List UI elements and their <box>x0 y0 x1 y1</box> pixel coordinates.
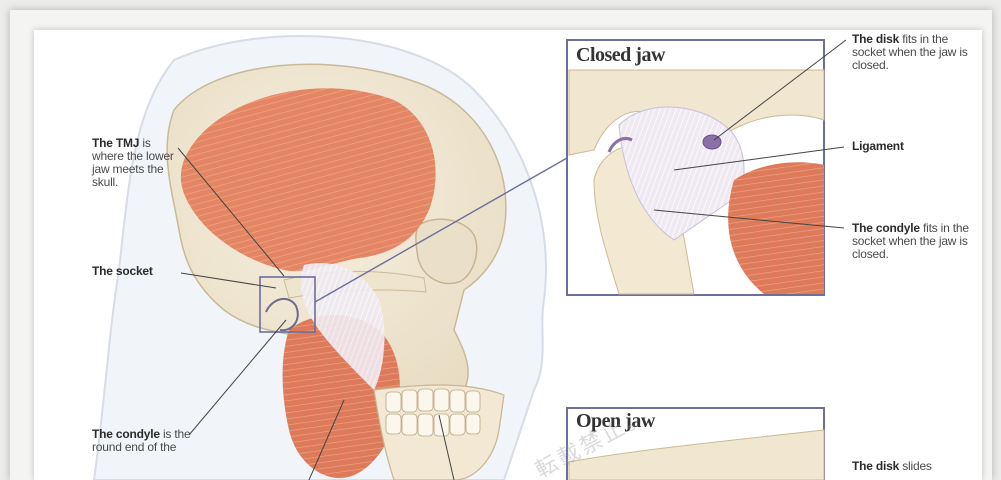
ligament-label: Ligament <box>852 140 904 153</box>
closed-jaw-title: Closed jaw <box>576 44 665 67</box>
condyle-label-title: The condyle <box>92 427 160 441</box>
diagram-sheet: The TMJ is where the lower jaw meets the… <box>34 30 982 480</box>
tmj-label-title: The TMJ <box>92 136 139 150</box>
disk-label: The disk fits in the socket when the jaw… <box>852 33 980 72</box>
tmj-label: The TMJ is where the lower jaw meets the… <box>92 137 182 189</box>
condyle2-label: The condyle fits in the socket when the … <box>852 222 980 261</box>
disk2-label: The disk slides <box>852 460 980 473</box>
disk2-label-title: The disk <box>852 459 899 473</box>
tmj-anatomy-illustration <box>34 30 982 480</box>
disk2-label-text: slides <box>902 459 931 473</box>
socket-label-title: The socket <box>92 264 153 278</box>
disk-label-title: The disk <box>852 32 899 46</box>
socket-label: The socket <box>92 265 153 278</box>
condyle2-label-title: The condyle <box>852 221 920 235</box>
ligament-label-title: Ligament <box>852 139 904 153</box>
condyle-label: The condyle is the round end of the <box>92 428 192 454</box>
